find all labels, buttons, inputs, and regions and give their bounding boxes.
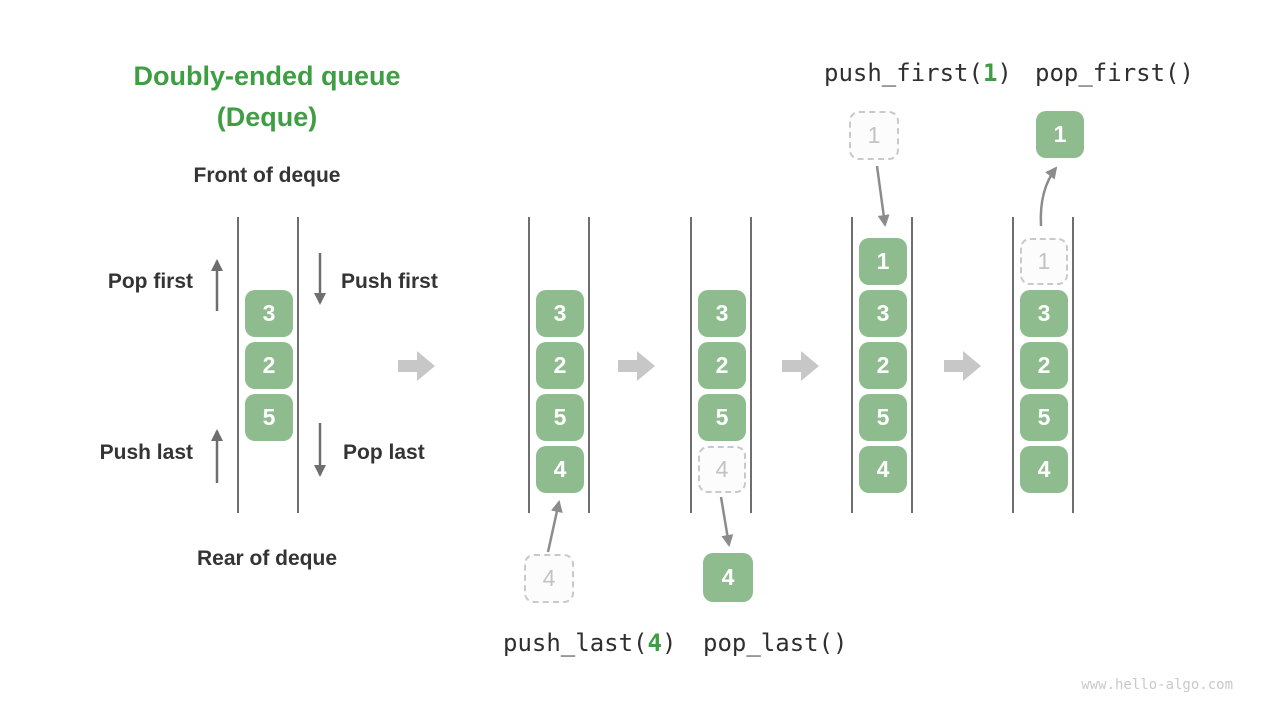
deque-cell: 3 (1020, 290, 1068, 337)
pop-last-label: Pop last (343, 441, 425, 464)
queue-after-push-first: 1 3 2 5 4 (851, 217, 913, 513)
push-last-incoming-ghost-cell: 4 (524, 554, 574, 603)
pop-last-code-label: pop_last() (703, 629, 848, 657)
code-arg: 4 (647, 629, 662, 657)
push-first-label: Push first (341, 270, 438, 293)
queue-after-pop-last: 3 2 5 4 (690, 217, 752, 513)
deque-cell: 5 (698, 394, 746, 441)
push-first-incoming-ghost-cell: 1 (849, 111, 899, 160)
pop-last-outgoing-cell: 4 (703, 553, 753, 602)
deque-cell: 2 (859, 342, 907, 389)
push-first-code-label: push_first(1) (824, 59, 1012, 87)
stage-arrow-icon (944, 351, 981, 381)
push-last-label: Push last (99, 441, 193, 464)
deque-cell: 4 (1020, 446, 1068, 493)
page-title: Doubly-ended queue (Deque) (133, 56, 400, 138)
title-line-2: (Deque) (216, 102, 318, 132)
front-of-deque-label: Front of deque (193, 164, 341, 187)
deque-cell: 5 (245, 394, 293, 441)
deque-cell: 3 (698, 290, 746, 337)
push-last-flow-arrow-icon (546, 500, 563, 553)
pop-first-arrow-icon (211, 259, 223, 311)
pop-last-flow-arrow-icon (719, 496, 734, 547)
queue-after-push-last: 3 2 5 4 (528, 217, 590, 513)
watermark: www.hello-algo.com (1081, 677, 1233, 693)
queue-after-pop-first: 1 3 2 5 4 (1012, 217, 1074, 513)
deque-cell: 1 (859, 238, 907, 285)
deque-cell: 5 (536, 394, 584, 441)
stage-arrow-icon (782, 351, 819, 381)
deque-cell: 4 (859, 446, 907, 493)
code-suffix: ) (661, 629, 677, 657)
queue-initial: 3 2 5 (237, 217, 299, 513)
code-suffix: ) (997, 59, 1012, 87)
push-first-flow-arrow-icon (875, 165, 890, 227)
pop-first-label: Pop first (107, 270, 193, 293)
push-first-arrow-icon (314, 253, 326, 305)
code-arg: 1 (982, 59, 998, 87)
push-last-code-label: push_last(4) (503, 629, 676, 657)
deque-cell: 3 (245, 290, 293, 337)
pop-first-flow-arrow-icon (1039, 166, 1058, 227)
pop-first-code-label: pop_first() (1035, 59, 1194, 87)
pop-first-outgoing-cell: 1 (1036, 111, 1084, 158)
pop-last-arrow-icon (314, 423, 326, 477)
ghost-cell: 1 (1020, 238, 1068, 285)
deque-cell: 2 (536, 342, 584, 389)
deque-cell: 5 (859, 394, 907, 441)
deque-cell: 5 (1020, 394, 1068, 441)
title-line-1: Doubly-ended queue (133, 61, 401, 91)
rear-of-deque-label: Rear of deque (196, 547, 338, 570)
code-prefix: push_last( (503, 629, 648, 657)
stage-arrow-icon (398, 351, 435, 381)
code-prefix: push_first( (824, 59, 983, 87)
ghost-cell: 4 (698, 446, 746, 493)
deque-cell: 3 (859, 290, 907, 337)
push-last-arrow-icon (211, 429, 223, 483)
deque-cell: 4 (536, 446, 584, 493)
deque-cell: 2 (1020, 342, 1068, 389)
deque-cell: 3 (536, 290, 584, 337)
deque-cell: 2 (245, 342, 293, 389)
deque-cell: 2 (698, 342, 746, 389)
stage-arrow-icon (618, 351, 655, 381)
